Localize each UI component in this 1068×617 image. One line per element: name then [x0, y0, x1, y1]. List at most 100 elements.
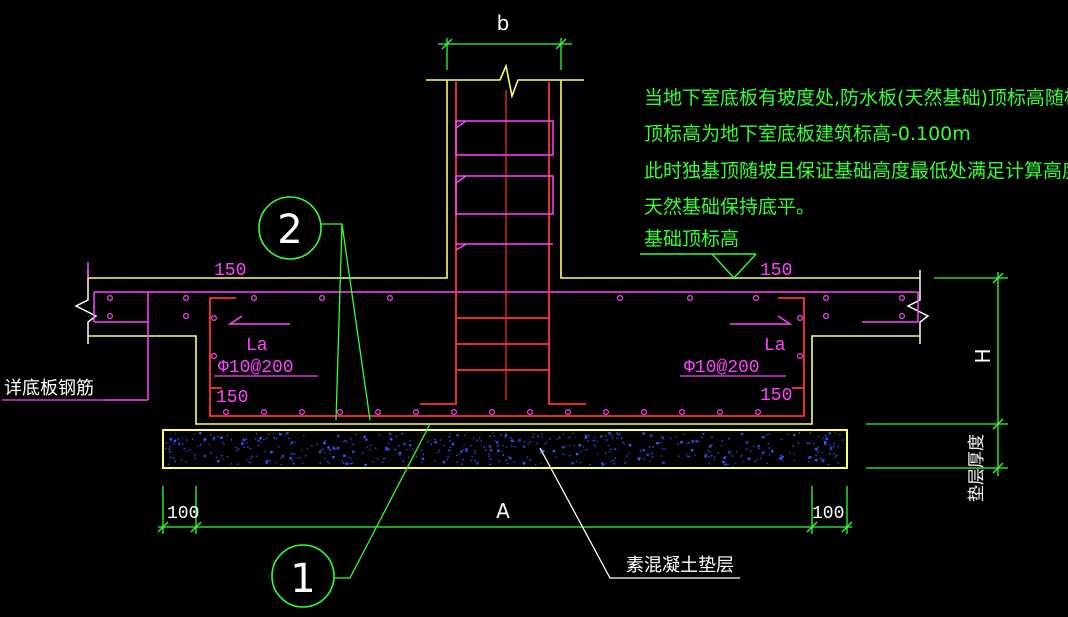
hatch-dot — [177, 438, 179, 440]
hatch-dot — [272, 432, 275, 435]
hatch-dot — [703, 432, 705, 435]
hatch-dot — [835, 454, 838, 457]
la-label-right: La — [764, 336, 786, 356]
hatch-dot — [301, 462, 304, 464]
hatch-dot — [798, 432, 801, 434]
hatch-dot — [536, 442, 538, 445]
hatch-dot — [237, 448, 240, 450]
hatch-dot — [725, 456, 727, 458]
hatch-dot — [599, 435, 603, 438]
hatch-dot — [406, 448, 408, 451]
hatch-dot — [623, 443, 625, 446]
hatch-dot — [614, 448, 617, 450]
hatch-dot — [510, 445, 513, 448]
hatch-dot — [723, 463, 727, 466]
hatch-dot — [221, 441, 224, 444]
hatch-dot — [793, 433, 796, 436]
hatch-dot — [616, 432, 618, 434]
hatch-dot — [168, 450, 171, 453]
hatch-dot — [761, 453, 763, 455]
callout-2-number: 2 — [277, 207, 302, 253]
hatch-dot — [389, 437, 393, 441]
hatch-dot — [286, 431, 289, 435]
hatch-dot — [256, 455, 258, 458]
hatch-dot — [165, 447, 167, 450]
hatch-dot — [660, 435, 663, 438]
hatch-dot — [814, 447, 817, 450]
hatch-dot — [708, 455, 710, 458]
rebar-section — [822, 313, 829, 320]
hatch-dot — [618, 432, 621, 434]
hatch-dot — [830, 448, 832, 451]
hatch-dot — [571, 461, 574, 465]
hatch-dot — [399, 454, 401, 457]
hatch-dot — [642, 432, 646, 435]
hatch-dot — [505, 446, 508, 449]
hatch-dot — [745, 440, 749, 444]
hatch-dot — [434, 460, 436, 462]
design-note: 当地下室底板有坡度处,防水板(天然基础)顶标高随板坡, 顶标高为地下室底板建筑标… — [644, 87, 1068, 250]
hatch-dot — [185, 450, 187, 452]
hatch-dot — [348, 456, 351, 459]
hatch-dot — [395, 435, 398, 438]
hatch-dot — [449, 432, 451, 435]
hatch-dot — [787, 433, 789, 435]
hatch-dot — [837, 462, 840, 464]
rebar-section — [211, 315, 218, 322]
hatch-dot — [688, 441, 691, 444]
hatch-dot — [808, 442, 810, 445]
hatch-dot — [540, 462, 543, 464]
hatch-dot — [352, 443, 355, 446]
hatch-dot — [476, 439, 479, 442]
hatch-dot — [442, 460, 446, 464]
hatch-dot — [745, 448, 748, 451]
hatch-dot — [656, 441, 659, 445]
hatch-dot — [273, 437, 276, 439]
hatch-dot — [223, 443, 225, 445]
hatch-dot — [319, 462, 322, 465]
hatch-dot — [622, 441, 624, 444]
hatch-dot — [280, 463, 283, 466]
callout-1 — [271, 423, 431, 608]
height-label: H — [971, 348, 995, 363]
hatch-dot — [303, 434, 305, 437]
hatch-dot — [369, 448, 372, 451]
hatch-dot — [651, 456, 654, 458]
column-width-label: b — [497, 11, 510, 35]
hatch-dot — [616, 437, 618, 440]
hatch-dot — [369, 444, 372, 447]
hatch-dot — [704, 455, 707, 458]
hatch-dot — [180, 458, 183, 461]
hatch-dot — [842, 439, 844, 441]
hatch-dot — [269, 459, 271, 462]
hatch-dot — [329, 453, 332, 455]
hatch-dot — [289, 443, 292, 446]
hatch-dot — [504, 436, 507, 439]
hatch-dot — [579, 461, 581, 464]
hatch-dot — [817, 451, 819, 454]
hatch-dot — [251, 455, 254, 458]
rebar-section — [526, 409, 533, 416]
hatch-dot — [766, 433, 768, 436]
hatch-dot — [701, 436, 703, 439]
hatch-dot — [643, 458, 645, 461]
hatch-dot — [222, 457, 224, 460]
rebar-section — [183, 295, 190, 302]
hatch-dot — [498, 460, 501, 463]
hatch-dot — [421, 461, 423, 464]
rebar-section — [752, 295, 759, 302]
hatch-dot — [213, 439, 216, 441]
rebar-section — [754, 409, 761, 416]
hatch-dot — [412, 449, 414, 451]
hatch-dot — [518, 438, 520, 441]
hatch-dot — [209, 452, 212, 454]
hatch-dot — [167, 463, 170, 466]
rebar-section — [251, 295, 258, 302]
hatch-dot — [281, 454, 285, 458]
hatch-dot — [443, 444, 445, 447]
hatch-dot — [292, 462, 295, 464]
foundation-rebar — [209, 82, 805, 417]
hatch-dot — [604, 463, 606, 465]
hatch-dot — [768, 433, 770, 435]
hatch-dot — [216, 459, 220, 463]
